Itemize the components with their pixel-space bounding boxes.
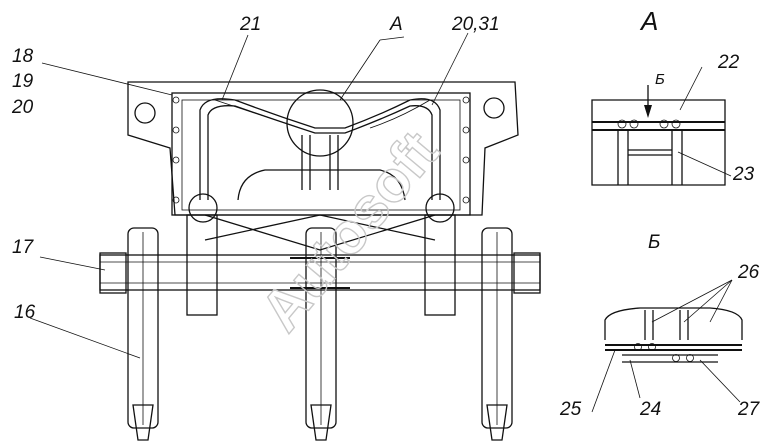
tine-center (305, 227, 337, 441)
central-hub (286, 89, 354, 157)
callout-25: 25 (559, 399, 582, 420)
view-a-outline (591, 99, 726, 186)
view-b-title: Б (648, 232, 660, 253)
view-b (591, 279, 743, 413)
plate-hole-left (134, 102, 156, 124)
roller-left (188, 193, 218, 223)
view-b-outline (604, 307, 743, 340)
view-a (591, 66, 732, 186)
callout-17: 17 (12, 237, 35, 258)
watermark: Autosoft (248, 119, 451, 343)
callout-27: 27 (737, 399, 761, 420)
mounting-plate (127, 81, 519, 216)
callout-24: 24 (639, 399, 661, 420)
main-view (99, 81, 541, 441)
tine-left (127, 227, 159, 441)
callout-a: A (389, 14, 403, 35)
callout-22: 22 (717, 52, 740, 73)
callout-20: 20 (11, 97, 34, 118)
arrow-b-label: Б (655, 71, 665, 88)
hydraulic-hoses (199, 98, 441, 200)
callout-18: 18 (12, 46, 34, 67)
callout-23: 23 (732, 164, 755, 185)
roller-right (425, 193, 455, 223)
plate-hole-right (483, 97, 505, 119)
callout-20-31: 20,31 (451, 14, 500, 35)
leader-lines (29, 32, 469, 359)
callout-21: 21 (239, 14, 261, 35)
callout-26: 26 (737, 262, 760, 283)
view-a-title: A (639, 6, 658, 36)
tine-right (481, 227, 513, 441)
callout-19: 19 (12, 71, 34, 92)
lower-shield (237, 169, 406, 201)
callout-16: 16 (14, 302, 36, 323)
cross-brace (204, 214, 436, 251)
